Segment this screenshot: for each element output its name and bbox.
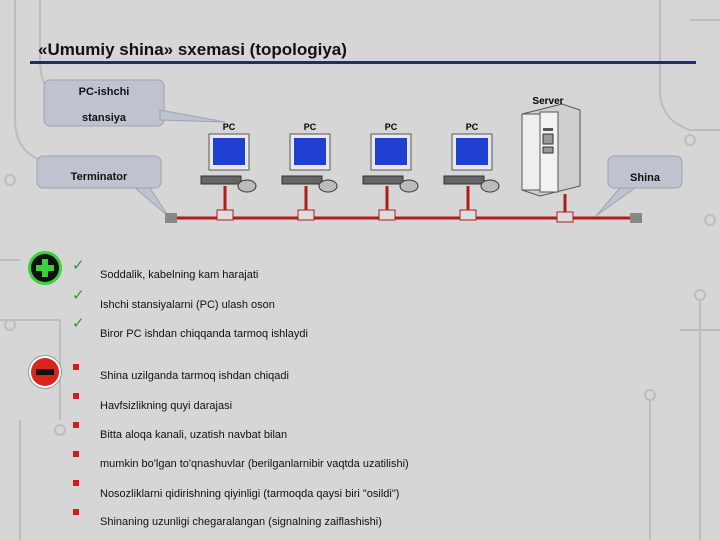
pc-1	[200, 133, 257, 221]
bullet-icon	[73, 393, 79, 399]
title-underline	[30, 61, 696, 64]
pc-label-2: PC	[304, 122, 317, 132]
terminator-right	[630, 213, 642, 223]
server	[521, 103, 581, 223]
minus-icon	[31, 358, 59, 386]
terminator-left	[165, 213, 177, 223]
check-icon: ✓	[72, 315, 85, 332]
disadvantage-item: Havfsizlikning quyi darajasi	[100, 400, 233, 412]
disadvantage-item: mumkin bo'lgan to'qnashuvlar (berilganla…	[100, 458, 409, 470]
server-label: Server	[532, 96, 563, 107]
callout-pc-workstation-line2: stansiya	[81, 112, 127, 124]
check-icon: ✓	[72, 287, 85, 304]
advantage-item: Biror PC ishdan chiqqanda tarmoq ishlayd…	[100, 328, 308, 340]
check-icon: ✓	[72, 257, 85, 274]
pc-4	[443, 133, 500, 221]
advantage-item: Soddalik, kabelning kam harajati	[100, 269, 259, 281]
pc-label-1: PC	[223, 122, 236, 132]
page-title: «Umumiy shina» sxemasi (topologiya)	[38, 40, 347, 59]
bullet-icon	[73, 422, 79, 428]
callout-terminator-label: Terminator	[70, 171, 128, 183]
disadvantage-item: Shina uzilganda tarmoq ishdan chiqadi	[100, 370, 289, 382]
bullet-icon	[73, 509, 79, 515]
bullet-icon	[73, 451, 79, 457]
bullet-icon	[73, 480, 79, 486]
pc-label-3: PC	[385, 122, 398, 132]
callout-pc-workstation	[43, 79, 226, 127]
callout-shina-label: Shina	[630, 172, 660, 184]
pc-3	[362, 133, 419, 221]
callout-terminator	[36, 155, 169, 217]
disadvantage-item: Shinaning uzunligi chegaralangan (signal…	[100, 516, 382, 528]
pc-2	[281, 133, 338, 221]
plus-icon	[31, 254, 59, 282]
bullet-icon	[73, 364, 79, 370]
advantage-item: Ishchi stansiyalarni (PC) ulash oson	[100, 299, 275, 311]
disadvantage-item: Nosozliklarni qidirishning qiyinligi (ta…	[100, 488, 400, 500]
disadvantage-item: Bitta aloqa kanali, uzatish navbat bilan	[100, 429, 288, 441]
pc-label-4: PC	[466, 122, 479, 132]
callout-shina	[595, 155, 683, 217]
callout-pc-workstation-line1: PC-ishchi	[78, 86, 130, 98]
